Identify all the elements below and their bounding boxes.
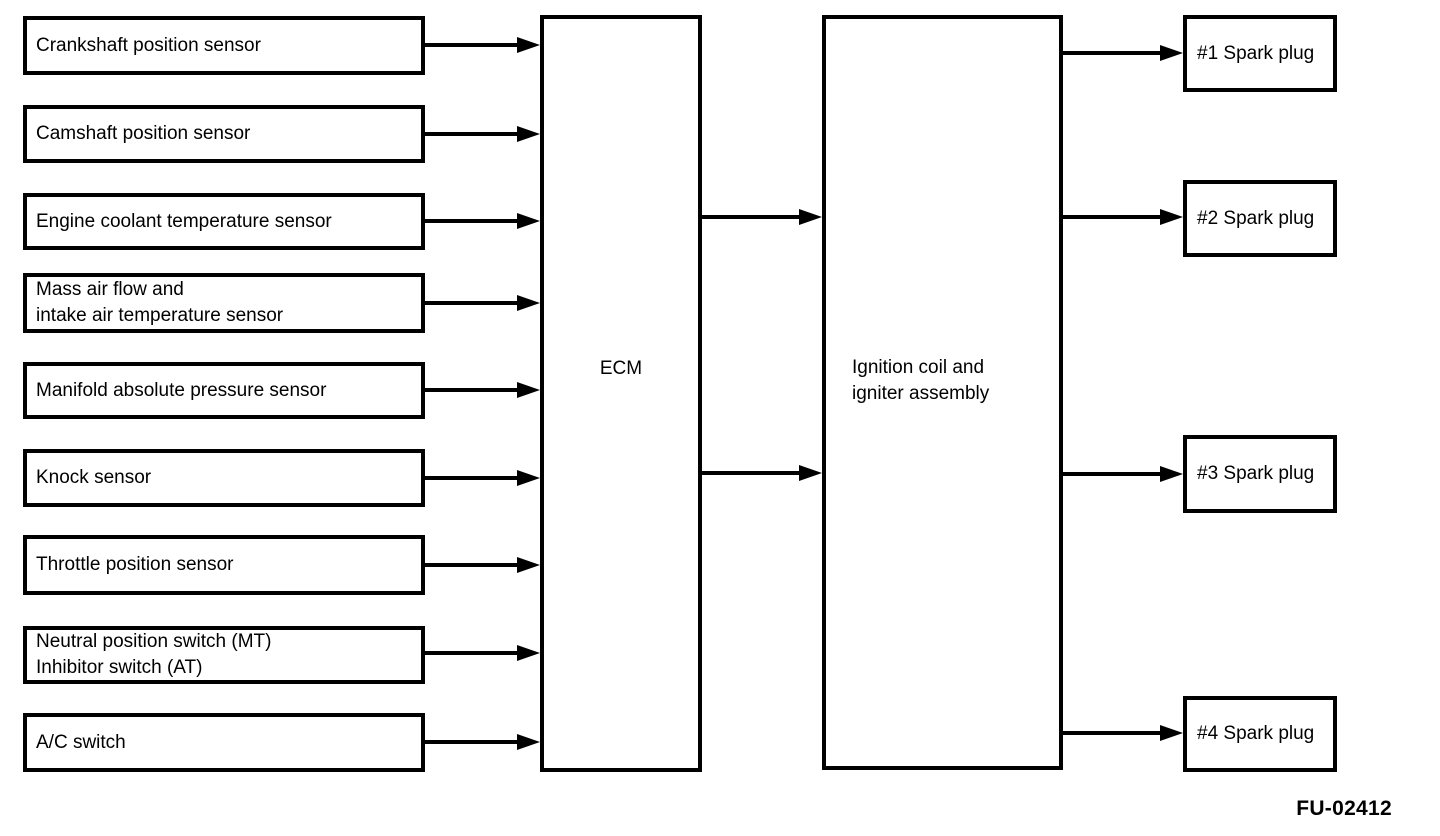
spark-plug-label: #2 Spark plug xyxy=(1197,207,1315,229)
arrow-maf-iat-to-ecm xyxy=(425,301,517,305)
input-box-label: Throttle position sensor xyxy=(36,554,234,575)
input-box-label: Neutral position switch (MT) Inhibitor s… xyxy=(36,631,272,678)
input-box-label: Manifold absolute pressure sensor xyxy=(36,379,327,401)
input-box-ac-switch: A/C switch xyxy=(23,713,425,772)
arrow-ignition-to-spark-plug-3 xyxy=(1063,472,1160,476)
arrow-crankshaft-to-ecm xyxy=(425,43,517,47)
spark-plug-1-box: #1 Spark plug xyxy=(1183,15,1337,92)
input-box-label: A/C switch xyxy=(36,731,126,753)
input-box-throttle-position-sensor: Throttle position sensor xyxy=(23,535,425,595)
arrow-ecm-to-ignition-lower xyxy=(702,471,799,475)
input-box-label: Knock sensor xyxy=(36,467,152,488)
spark-plug-3-box: #3 Spark plug xyxy=(1183,435,1337,513)
spark-plug-label: #1 Spark plug xyxy=(1197,42,1315,64)
arrow-ignition-to-spark-plug-1 xyxy=(1063,51,1160,55)
input-box-label: Mass air flow and intake air temperature… xyxy=(36,279,284,326)
arrow-ignition-to-spark-plug-4 xyxy=(1063,731,1160,735)
arrow-map-to-ecm xyxy=(425,388,517,392)
arrow-ecm-to-ignition-upper xyxy=(702,215,799,219)
input-box-neutral-position-inhibitor-switch: Neutral position switch (MT) Inhibitor s… xyxy=(23,626,425,684)
input-box-label: Engine coolant temperature sensor xyxy=(36,210,332,232)
ignition-coil-igniter-label: Ignition coil and igniter assembly xyxy=(852,357,990,404)
input-box-engine-coolant-temperature-sensor: Engine coolant temperature sensor xyxy=(23,193,425,250)
arrow-neutral-inhibitor-to-ecm xyxy=(425,651,517,655)
ecm-label: ECM xyxy=(599,358,643,379)
arrow-ignition-to-spark-plug-2 xyxy=(1063,215,1160,219)
input-box-mass-air-flow-intake-air-temperature-sensor: Mass air flow and intake air temperature… xyxy=(23,273,425,333)
input-box-manifold-absolute-pressure-sensor: Manifold absolute pressure sensor xyxy=(23,362,425,419)
arrow-throttle-to-ecm xyxy=(425,563,517,567)
ignition-coil-igniter-box: Ignition coil and igniter assembly xyxy=(822,15,1063,770)
ecm-box: ECM xyxy=(540,15,702,772)
spark-plug-4-box: #4 Spark plug xyxy=(1183,696,1337,772)
arrow-camshaft-to-ecm xyxy=(425,132,517,136)
arrow-knock-to-ecm xyxy=(425,476,517,480)
input-box-camshaft-position-sensor: Camshaft position sensor xyxy=(23,105,425,163)
spark-plug-2-box: #2 Spark plug xyxy=(1183,180,1337,257)
figure-code-label: FU-02412 xyxy=(1296,797,1392,820)
spark-plug-label: #4 Spark plug xyxy=(1197,723,1315,744)
input-box-knock-sensor: Knock sensor xyxy=(23,449,425,507)
arrow-coolant-to-ecm xyxy=(425,219,517,223)
input-box-label: Camshaft position sensor xyxy=(36,123,251,144)
arrow-ac-switch-to-ecm xyxy=(425,740,517,744)
input-box-crankshaft-position-sensor: Crankshaft position sensor xyxy=(23,16,425,75)
spark-plug-label: #3 Spark plug xyxy=(1197,463,1315,484)
input-box-label: Crankshaft position sensor xyxy=(36,34,261,56)
